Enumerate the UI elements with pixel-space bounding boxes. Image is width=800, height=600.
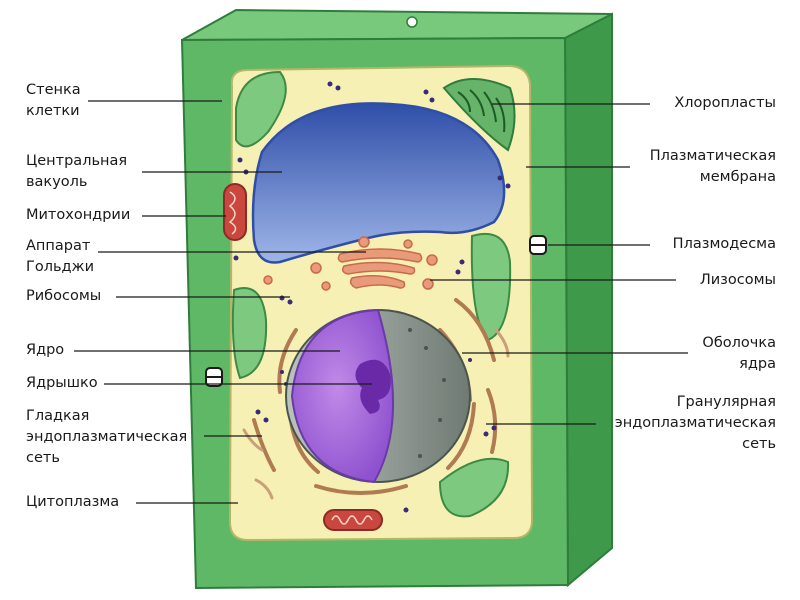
label-nuclear-envelope: Оболочка ядра bbox=[702, 335, 776, 372]
label-golgi: Аппарат Гольджи bbox=[26, 238, 95, 275]
label-nucleus: Ядро bbox=[26, 342, 65, 358]
label-rough-er: Гранулярная эндоплазматическая сеть bbox=[614, 394, 776, 452]
plasmodesma bbox=[205, 16, 547, 387]
label-nucleolus: Ядрышко bbox=[26, 375, 98, 391]
chloroplasts bbox=[231, 70, 516, 518]
label-plasma-membrane: Плазматическая мембрана bbox=[649, 148, 776, 185]
central-vacuole bbox=[251, 102, 506, 264]
label-smooth-er: Гладкая эндоплазматическая сеть bbox=[26, 408, 188, 466]
label-mitochondria: Митохондрии bbox=[26, 207, 131, 223]
nucleus bbox=[285, 308, 471, 484]
label-central-vacuole: Центральная вакуоль bbox=[26, 153, 128, 190]
label-lysosomes: Лизосомы bbox=[699, 272, 776, 288]
label-plasmodesma: Плазмодесма bbox=[672, 236, 776, 252]
label-cell-wall: Стенка клетки bbox=[26, 82, 81, 119]
label-ribosomes: Рибосомы bbox=[26, 288, 102, 304]
label-cytoplasm: Цитоплазма bbox=[26, 494, 120, 510]
smooth-er bbox=[242, 328, 510, 500]
label-chloroplasts: Хлоропласты bbox=[674, 95, 776, 111]
nucleolus bbox=[355, 359, 391, 414]
mitochondria bbox=[223, 183, 383, 531]
leader-lines bbox=[74, 100, 688, 504]
